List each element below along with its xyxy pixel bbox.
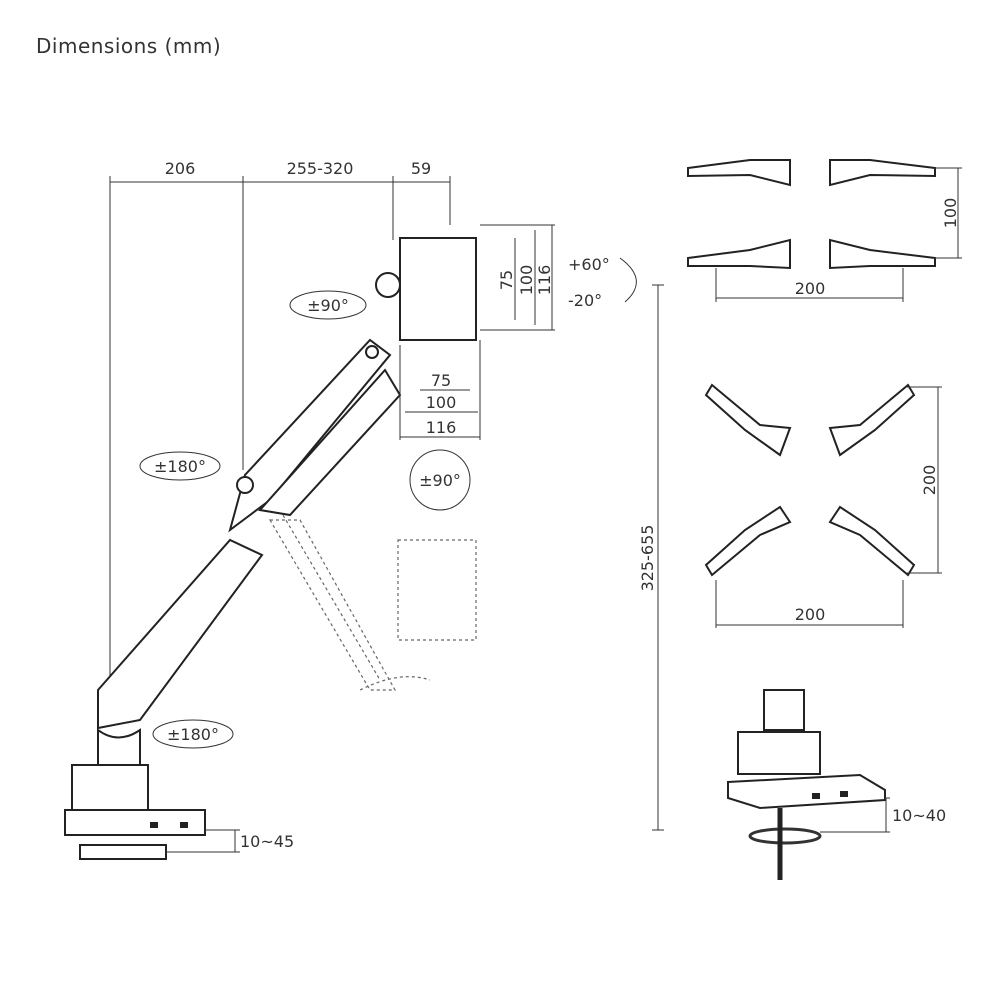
ghost-arm xyxy=(268,509,477,691)
diagram-title: Dimensions (mm) xyxy=(36,34,222,58)
plate-v75-label: 75 xyxy=(497,270,516,290)
plate-v100-label: 100 xyxy=(517,265,536,296)
plate-horizontal-dimensions: 75 100 116 xyxy=(399,340,481,440)
reach-mid-label: 255-320 xyxy=(287,159,354,178)
rotation-badges: ±90° ±180° ±180° ±90° xyxy=(139,290,471,749)
swivel-elbow-label: ±180° xyxy=(154,457,206,476)
height-dimension: 325-655 xyxy=(638,284,664,831)
monitor-arm xyxy=(64,237,477,860)
plate-h100-label: 100 xyxy=(426,393,457,412)
grommet-mount: 10~40 xyxy=(727,689,946,880)
reach-dimension: 206 255-320 59 xyxy=(109,159,451,680)
reach-base-label: 206 xyxy=(165,159,196,178)
clamp-range-label: 10~45 xyxy=(240,832,294,851)
height-range-label: 325-655 xyxy=(638,525,657,592)
swivel-base-label: ±180° xyxy=(167,725,219,744)
grommet-range-label: 10~40 xyxy=(892,806,946,825)
vesa-adapter-200: 200 200 xyxy=(704,383,942,628)
adapter-100-width-label: 200 xyxy=(795,279,826,298)
plate-vertical-dimensions: 75 100 116 +60° -20° xyxy=(480,224,637,331)
adapter-100-height-label: 100 xyxy=(941,198,960,229)
tilt-up-label: +60° xyxy=(568,255,610,274)
tilt-down-label: -20° xyxy=(568,291,602,310)
vesa-adapter-100: 100 200 xyxy=(687,159,962,302)
plate-v116-label: 116 xyxy=(535,265,554,296)
adapter-200-width-label: 200 xyxy=(795,605,826,624)
swivel-head-label: ±90° xyxy=(307,296,349,315)
plate-h116-label: 116 xyxy=(426,418,457,437)
clamp-dimension: 10~45 xyxy=(166,829,294,853)
plate-h75-label: 75 xyxy=(431,371,451,390)
adapter-200-height-label: 200 xyxy=(920,465,939,496)
reach-head-label: 59 xyxy=(411,159,431,178)
rotate-label: ±90° xyxy=(419,471,461,490)
